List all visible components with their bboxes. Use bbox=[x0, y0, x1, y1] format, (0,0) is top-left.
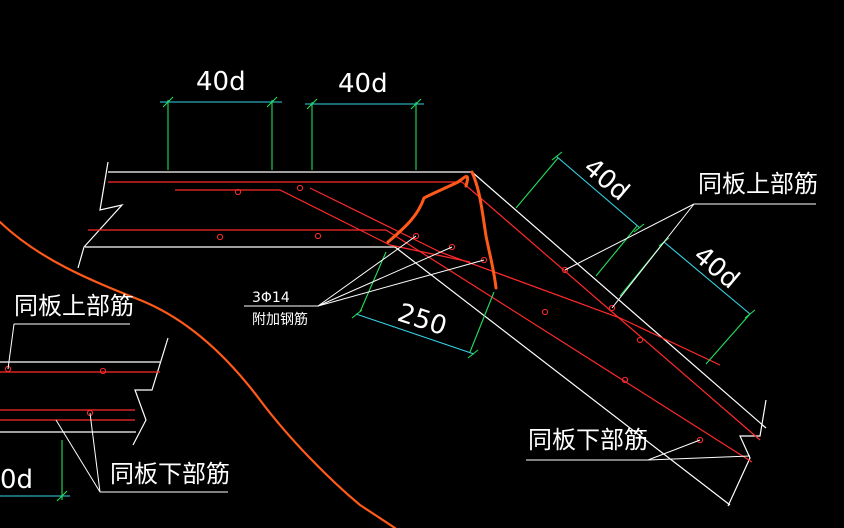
label-left-lower: 同板下部筋 bbox=[110, 460, 230, 488]
dim-text-250: 250 bbox=[394, 298, 450, 342]
dim-text-slope-lower: 40d bbox=[688, 240, 745, 295]
top-slab-upper-bar-bend bbox=[175, 189, 471, 263]
dim-text-top-right: 40d bbox=[338, 69, 388, 99]
incline-upper-bar bbox=[461, 181, 761, 441]
dim-slope-upper-line bbox=[555, 155, 641, 229]
slab-outline bbox=[0, 161, 767, 507]
incline-break-end bbox=[727, 399, 767, 507]
dim-text-top-left: 40d bbox=[196, 67, 246, 97]
incline-added-bar bbox=[309, 187, 721, 366]
dim-250-line bbox=[355, 313, 475, 355]
markup-curve-left bbox=[0, 220, 397, 528]
incline-bottom-edge bbox=[394, 246, 731, 506]
dimension-lines bbox=[0, 96, 756, 502]
slab-break-left bbox=[77, 161, 124, 269]
label-added-bars-name: 附加钢筋 bbox=[252, 311, 308, 328]
incline-top-edge bbox=[471, 171, 767, 429]
dim-slope-lower-line bbox=[663, 241, 751, 315]
hand-markup bbox=[0, 170, 498, 528]
label-upper-right: 同板上部筋 bbox=[698, 170, 818, 198]
label-added-bars-spec: 3Φ14 bbox=[252, 290, 290, 306]
markup-vertical bbox=[470, 170, 498, 290]
rebar-dots bbox=[4, 184, 704, 444]
leader-lines bbox=[7, 203, 816, 493]
annotation-labels: 同板上部筋 同板上部筋 同板下部筋 同板下部筋 3Φ14 附加钢筋 bbox=[14, 170, 818, 488]
rebar-lines bbox=[0, 181, 761, 463]
dim-text-slope-upper: 40d bbox=[578, 152, 635, 207]
label-left-upper: 同板上部筋 bbox=[14, 292, 134, 320]
dim-text-bottom-left: 0d bbox=[0, 465, 33, 495]
label-lower-right: 同板下部筋 bbox=[528, 426, 648, 454]
markup-hook bbox=[386, 175, 470, 244]
left-slab-break bbox=[132, 337, 169, 446]
incline-lower-bar bbox=[385, 229, 753, 463]
